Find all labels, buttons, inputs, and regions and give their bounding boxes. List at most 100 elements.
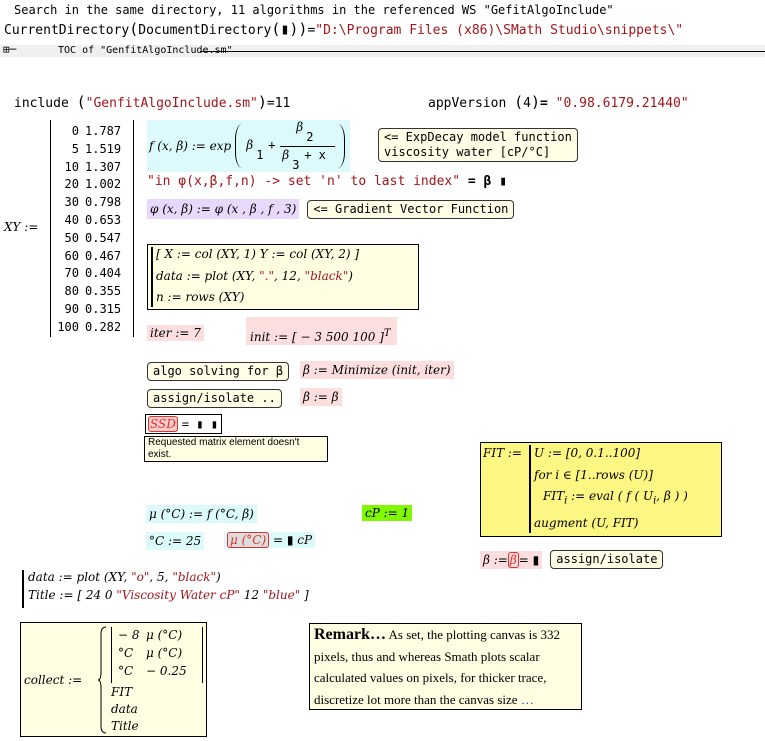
t: init := [ − 3 500 100 ] [250,330,384,344]
collect-item: data [111,702,138,716]
arg: 4 [523,96,531,111]
expand-icon[interactable]: ⊞─ [3,43,17,56]
phi-definition[interactable]: φ (x, β) := φ (x , β , f , 3) [147,199,300,219]
xy-cell: 70 [64,266,79,281]
xy-cell: 1.519 [85,141,122,156]
beta-assign[interactable]: β := β [300,388,342,406]
line: for i ∈ [1..rows (U)] [534,468,653,482]
t: Remark… [314,626,386,643]
t: i [653,495,657,507]
appversion-expr[interactable]: appVersion (4)= "0.98.6179.21440" [428,93,689,111]
collect-cell: μ (°C) [146,628,183,642]
comment-assign-isolate[interactable]: assign/isolate [550,550,664,569]
mu-eval[interactable]: μ (°C) = ▮ cP [224,532,316,548]
xy-cell: 0.282 [85,319,122,334]
iter-def[interactable]: iter := 7 [147,325,204,341]
header-note: Search in the same directory, 11 algorit… [14,3,614,17]
result: "0.98.6179.21440" [555,96,689,111]
xy-cell: 50 [64,230,79,245]
ssd-eval[interactable]: SSD= ▮ ▮ [145,414,222,434]
comment-algo[interactable]: algo solving for β [147,362,290,381]
xy-cell: 80 [64,284,79,299]
lhs: collect := [24,673,83,687]
mu-def[interactable]: μ (°C) := f (°C, β) [146,505,257,523]
xy-cell: 1.002 [85,177,122,192]
cp-def[interactable]: cP := 1 [362,505,413,521]
fn: appVersion [428,96,507,111]
collect-cell: °C [118,664,134,678]
fn: DocumentDirectory [138,23,272,38]
xy-label: XY := [4,220,39,234]
plus: + [268,138,276,152]
curdir-value: "D:\Program Files (x86)\SMath Studio\sni… [315,23,684,38]
beta: β [296,120,304,134]
t: "." [259,269,275,283]
ssd: SSD [148,416,178,432]
setup-block[interactable]: [ X := col (XY, 1) Y := col (XY, 2) ] da… [147,244,419,310]
line: augment (U, FIT) [534,516,639,530]
beta-row-wrap: β :=β= ▮ assign/isolate [480,550,664,569]
phi-row: φ (x, β) := φ (x , β , f , 3) <= Gradien… [147,199,515,219]
error-tooltip: Requested matrix element doesn't exist. [144,436,328,462]
phi-string[interactable]: "in φ(x,β,f,n) -> set 'n' to last index"… [147,174,508,189]
brace-icon [97,626,107,734]
tc-def[interactable]: °C := 25 [146,532,205,550]
plusx: + x [304,148,326,162]
xy-cell: 0.315 [85,302,122,316]
beta-row[interactable]: β :=β= ▮ [480,550,543,569]
xy-cell: 5 [71,141,79,156]
xy-cell: 60 [64,248,79,263]
current-directory-expr[interactable]: CurrentDirectory(DocumentDirectory(▮))="… [4,20,684,38]
xy-cell: 20 [64,177,79,192]
comment-assign[interactable]: assign/isolate .. [147,389,282,408]
fraction-bar [280,146,336,147]
t: i [564,495,568,507]
t: , 5, [149,570,173,584]
beta: β [282,148,290,162]
xy-cell: 90 [64,302,79,316]
plot-def-block[interactable]: data := plot (XY, "o", 5, "black") Title… [22,570,309,608]
remark-box[interactable]: Remark… As set, the plotting canvas is 3… [309,623,582,710]
xy-cell: 0.355 [85,284,122,299]
t: As set, the plotting canvas is 332 pixel… [314,627,561,707]
comment-gradient[interactable]: <= Gradient Vector Function [307,199,515,219]
line: [ X := col (XY, 1) Y := col (XY, 2) ] [156,247,360,261]
fn: CurrentDirectory [4,23,130,38]
line: n := rows (XY) [156,290,245,304]
t: ) [216,570,221,584]
t: "black" [172,570,217,584]
arg: "GenfitAlgoInclude.sm" [85,96,258,111]
minimize-def[interactable]: β := Minimize (init, iter) [300,361,454,379]
sub: 3 [292,158,300,172]
l: viscosity water [cP/°C] [384,145,551,159]
eq: = β [467,174,492,189]
xy-cell: 1.307 [85,159,122,174]
t: data := plot (XY, [28,570,132,584]
t: μ (°C) [227,532,270,548]
t: β := [483,552,508,567]
paren-right [338,124,346,168]
t: "blue" [262,588,301,602]
collect-item: Title [111,719,139,733]
collect-cell: − 0.25 [146,664,187,678]
t: , β ) ) [656,489,688,503]
sub: 2 [306,130,314,144]
collect-cell: μ (°C) [146,646,183,660]
line: U := [0, 0.1..100] [534,446,641,460]
toc-region[interactable]: ⊞─ TOC of "GenfitAlgoInclude.sm" [0,43,765,57]
toc-label: TOC of "GenfitAlgoInclude.sm" [58,45,233,56]
beta: β [246,138,254,152]
init-def[interactable]: init := [ − 3 500 100 ]T [246,317,397,345]
fit-block[interactable]: FIT := U := [0, 0.1..100] for i ∈ [1..ro… [480,442,722,537]
s: "in φ(x,β,f,n) -> set 'n' to last index" [147,174,461,189]
include-expr[interactable]: include ("GenfitAlgoInclude.sm")=11 [14,93,291,111]
xy-cell: 1.787 [85,124,122,138]
t: ] [300,588,309,602]
xy-cell: 30 [64,195,79,210]
paren-left [235,124,242,168]
